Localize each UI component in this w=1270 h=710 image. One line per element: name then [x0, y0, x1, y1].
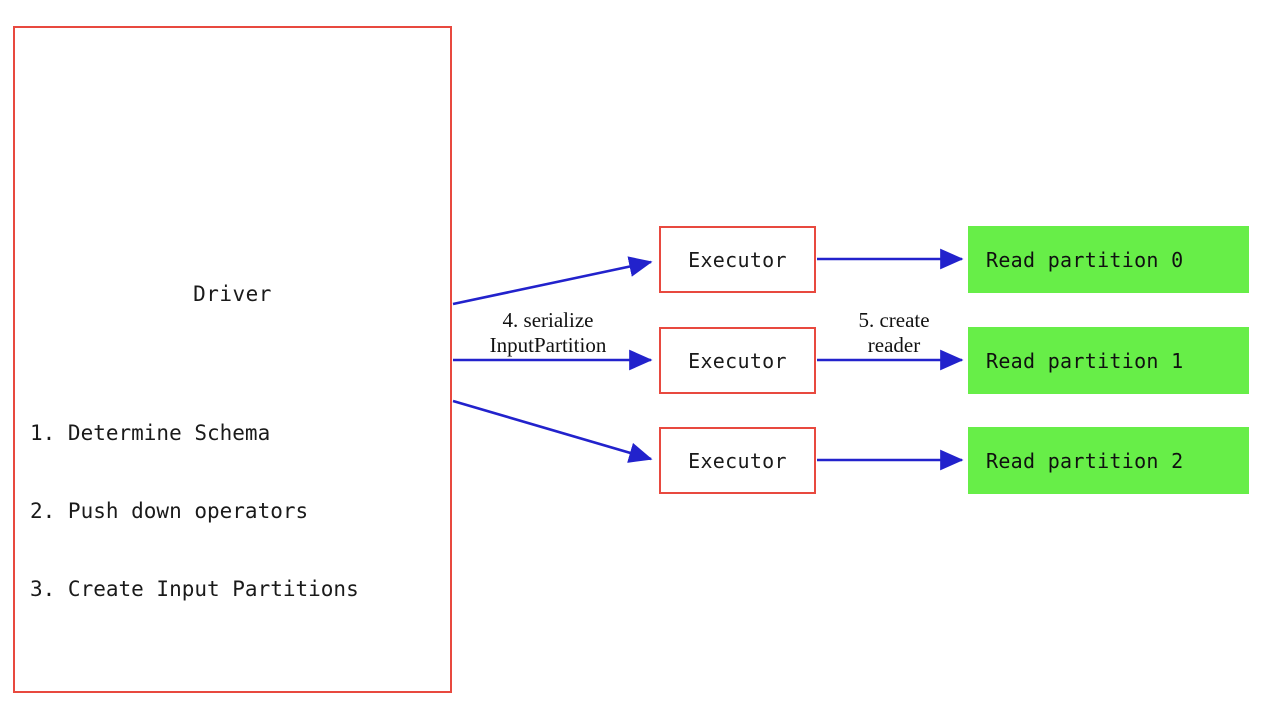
driver-box: Driver 1. Determine Schema 2. Push down … — [13, 26, 452, 693]
partition-box-2: Read partition 2 — [968, 427, 1249, 494]
arrow-driver-to-executor-0 — [452, 256, 653, 306]
partition-box-1: Read partition 1 — [968, 327, 1249, 394]
executor-label-1: Executor — [688, 348, 787, 373]
arrow-driver-to-executor-2 — [452, 399, 653, 463]
partition-label-1: Read partition 1 — [986, 348, 1184, 373]
driver-step-3: 3. Create Input Partitions — [30, 577, 359, 601]
edge-label-serialize: 4. serialize InputPartition — [489, 308, 607, 357]
executor-label-2: Executor — [688, 448, 787, 473]
driver-step-list: 1. Determine Schema 2. Push down operato… — [30, 368, 359, 654]
executor-label-0: Executor — [688, 247, 787, 272]
partition-label-2: Read partition 2 — [986, 448, 1184, 473]
edge-label-create-reader: 5. create reader — [858, 308, 930, 357]
partition-label-0: Read partition 0 — [986, 247, 1184, 272]
partition-box-0: Read partition 0 — [968, 226, 1249, 293]
driver-step-1: 1. Determine Schema — [30, 421, 271, 445]
driver-step-2: 2. Push down operators — [30, 499, 309, 523]
executor-box-0: Executor — [659, 226, 816, 293]
driver-title: Driver — [193, 282, 272, 306]
executor-box-1: Executor — [659, 327, 816, 394]
executor-box-2: Executor — [659, 427, 816, 494]
